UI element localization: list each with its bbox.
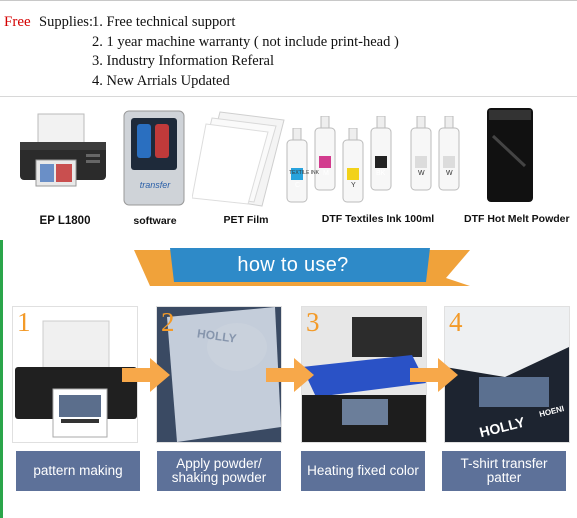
how-to-use-banner [134,248,470,286]
product-label-pet-film: PET Film [223,214,269,226]
software-logo-text: transfer [139,180,171,190]
arrow-right-icon [410,358,458,392]
transfer-step-image [445,307,569,442]
bottle-letter: BK [376,170,386,177]
ink-bottle [341,127,365,209]
ink-bottle [313,115,337,197]
ink-bottle [437,115,461,197]
step-number-3: 3 [306,307,320,337]
product-label-ink: DTF Textiles Ink 100ml [321,213,435,225]
ink-bottle [409,115,433,197]
step-card-4: HOLLY HOENI 4 [444,306,570,443]
ink-bottles-image: TEXTILE INK C M Y BK W W [285,112,465,203]
step-label-3: Heating fixed color [301,451,425,491]
ink-bottle [285,127,309,209]
products-row: EP L1800 transfer software PET Film [0,96,577,240]
banner-text: how to use? [237,254,349,276]
step-card-3: 3 [301,306,427,443]
bottle-letter: C [295,182,301,189]
product-label-printer: EP L1800 [39,215,91,227]
printer-image [20,113,106,187]
bottle-tag: TEXTILE INK [289,170,320,176]
step-number-1: 1 [17,307,31,337]
bottle-letter: W [446,170,453,177]
bottle-letter: M [323,170,329,177]
heat-press-image [302,307,426,442]
powder-bag-image [487,108,533,202]
product-label-software: software [133,215,177,227]
step-card-2: HOLLY 2 [156,306,282,443]
step-number-2: 2 [161,307,175,337]
step-label-4: T-shirt transfer patter [442,451,566,491]
step-card-1: 1 [12,306,138,443]
supplies-section: Free Supplies: 1. Free technical support… [0,0,577,97]
step-number-4: 4 [449,307,463,337]
supplies-label: Supplies: [39,14,93,30]
pet-film-image [192,111,285,207]
powder-step-image [157,307,281,442]
arrow-right-icon [266,358,314,392]
bottle-letter: Y [351,182,356,189]
software-box-image [123,110,185,206]
free-word: Free [4,14,31,30]
step-label-1: pattern making [16,451,140,491]
printer-step-image [15,320,137,438]
left-edge-strip [0,240,3,518]
bottle-letter: W [418,170,425,177]
supplies-item: 3. Industry Information Referal [92,53,275,69]
arrow-right-icon [122,358,170,392]
product-label-powder: DTF Hot Melt Powder [464,213,570,225]
supplies-item: 1. Free technical support [92,14,236,30]
supplies-item: 4. New Arrials Updated [92,73,230,89]
step-label-2: Apply powder/ shaking powder [157,451,281,491]
ink-bottle [369,115,393,197]
supplies-item: 2. 1 year machine warranty ( not include… [92,34,399,50]
